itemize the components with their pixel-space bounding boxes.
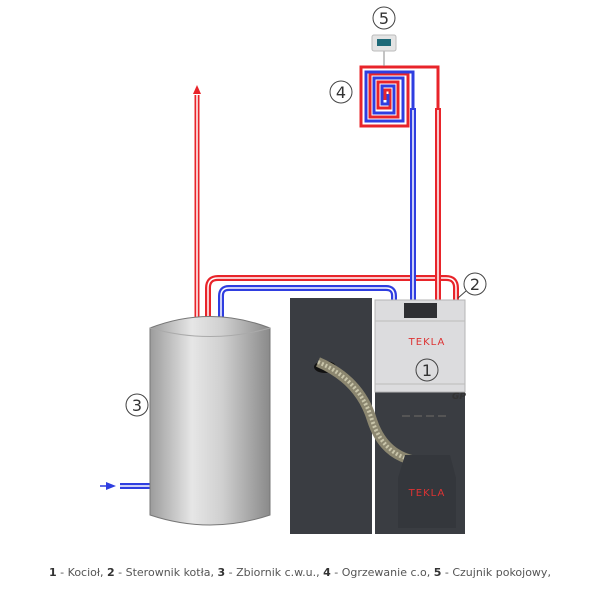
marker-boiler: 1 <box>415 358 439 382</box>
legend-text: - Czujnik pokojowy, <box>441 566 551 579</box>
room-sensor <box>371 34 397 52</box>
legend-num: 3 <box>217 566 226 579</box>
legend-num: 2 <box>107 566 115 579</box>
svg-text:1: 1 <box>422 361 432 380</box>
boiler-model-label: GP <box>452 392 466 402</box>
marker-heating: 4 <box>329 80 353 104</box>
svg-text:2: 2 <box>470 275 480 294</box>
legend-num: 4 <box>323 566 331 579</box>
hot-outlet-arrow-icon <box>193 85 201 94</box>
cold-inlet-arrow-icon <box>106 482 116 490</box>
cold-water-inlet-pipe <box>100 482 152 490</box>
tank-return-pipe <box>218 285 397 318</box>
legend-caption: 1 - Kocioł, 2 - Sterownik kotła, 3 - Zbi… <box>0 566 600 579</box>
boiler-brand-logo: TEKLA <box>408 337 446 348</box>
hot-water-tank <box>149 316 271 526</box>
controller-display <box>404 303 437 318</box>
legend-num: 5 <box>433 566 442 579</box>
legend-text: - Sterownik kotła, <box>114 566 218 579</box>
legend-num: 1 <box>49 566 57 579</box>
tank-supply-pipe <box>205 275 459 318</box>
legend-text: - Zbiornik c.w.u., <box>225 566 324 579</box>
svg-text:4: 4 <box>336 83 346 102</box>
svg-text:3: 3 <box>132 396 142 415</box>
marker-tank: 3 <box>125 393 149 417</box>
feeder-brand-logo: TEKLA <box>408 488 446 499</box>
pellet-hopper <box>290 298 372 534</box>
marker-sensor: 5 <box>372 6 396 30</box>
marker-controller: 2 <box>457 272 487 299</box>
legend-text: - Ogrzewanie c.o, <box>330 566 434 579</box>
burner-feeder <box>398 455 456 528</box>
heating-circuit <box>359 65 441 300</box>
legend-text: - Kocioł, <box>56 566 107 579</box>
svg-text:5: 5 <box>379 9 389 28</box>
